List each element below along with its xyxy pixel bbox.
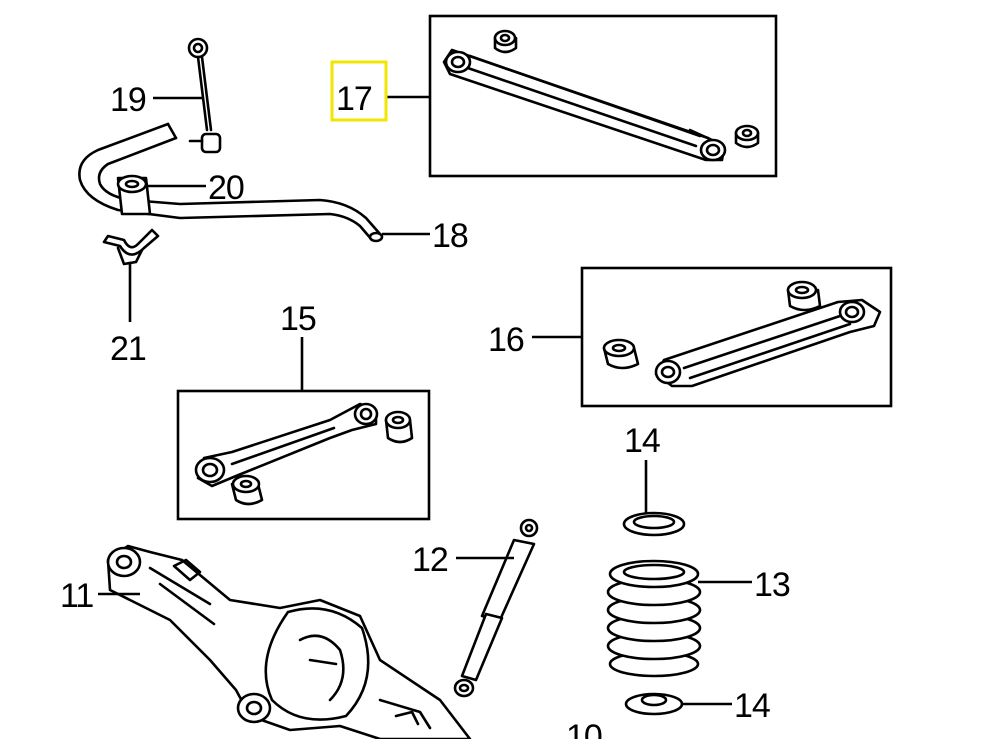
part-14-upper-insulator[interactable] (622, 511, 686, 537)
callout-13[interactable]: 13 (754, 566, 791, 604)
part-15-bushing-right[interactable] (384, 410, 414, 444)
callout-14-upper[interactable]: 14 (624, 422, 661, 460)
callout-11[interactable]: 11 (60, 577, 94, 615)
part-16-control-arm-group (580, 266, 893, 408)
callout-19[interactable]: 19 (110, 81, 147, 119)
part-16-bushing-upper[interactable] (786, 280, 822, 312)
callout-12[interactable]: 12 (412, 541, 449, 579)
part-16-bushing-lower[interactable] (602, 338, 640, 370)
callout-17[interactable]: 17 (336, 80, 373, 118)
callout-15[interactable]: 15 (280, 300, 317, 338)
part-12-shock-absorber[interactable] (453, 518, 539, 698)
part-14-lower-insulator[interactable] (624, 692, 684, 716)
part-16-control-arm[interactable] (654, 298, 882, 388)
callout-21[interactable]: 21 (110, 330, 147, 368)
part-17-bushing-upper[interactable] (493, 29, 518, 54)
part-15-frame (176, 389, 431, 521)
part-17-control-arm-group (428, 14, 778, 178)
callout-18[interactable]: 18 (432, 217, 469, 255)
part-15-control-arm-group (176, 389, 431, 521)
callout-16[interactable]: 16 (488, 321, 525, 359)
callout-10[interactable]: 10 (566, 718, 603, 739)
part-20-stabilizer-bushing[interactable] (116, 174, 152, 216)
part-17-control-arm[interactable] (442, 48, 727, 162)
part-15-bushing-left[interactable] (230, 474, 264, 506)
callout-17-highlight (330, 60, 388, 122)
callout-14-lower[interactable]: 14 (734, 687, 771, 725)
part-21-bushing-clamp[interactable] (102, 228, 160, 266)
part-13-coil-spring[interactable] (606, 559, 702, 678)
part-11-axle-housing[interactable] (106, 544, 472, 739)
part-18-stabilizer-bar[interactable] (78, 122, 384, 243)
callout-20[interactable]: 20 (208, 169, 245, 207)
part-17-bushing-lower[interactable] (734, 124, 760, 149)
part-19-stabilizer-link[interactable] (187, 37, 222, 154)
part-15-control-arm[interactable] (194, 402, 379, 488)
